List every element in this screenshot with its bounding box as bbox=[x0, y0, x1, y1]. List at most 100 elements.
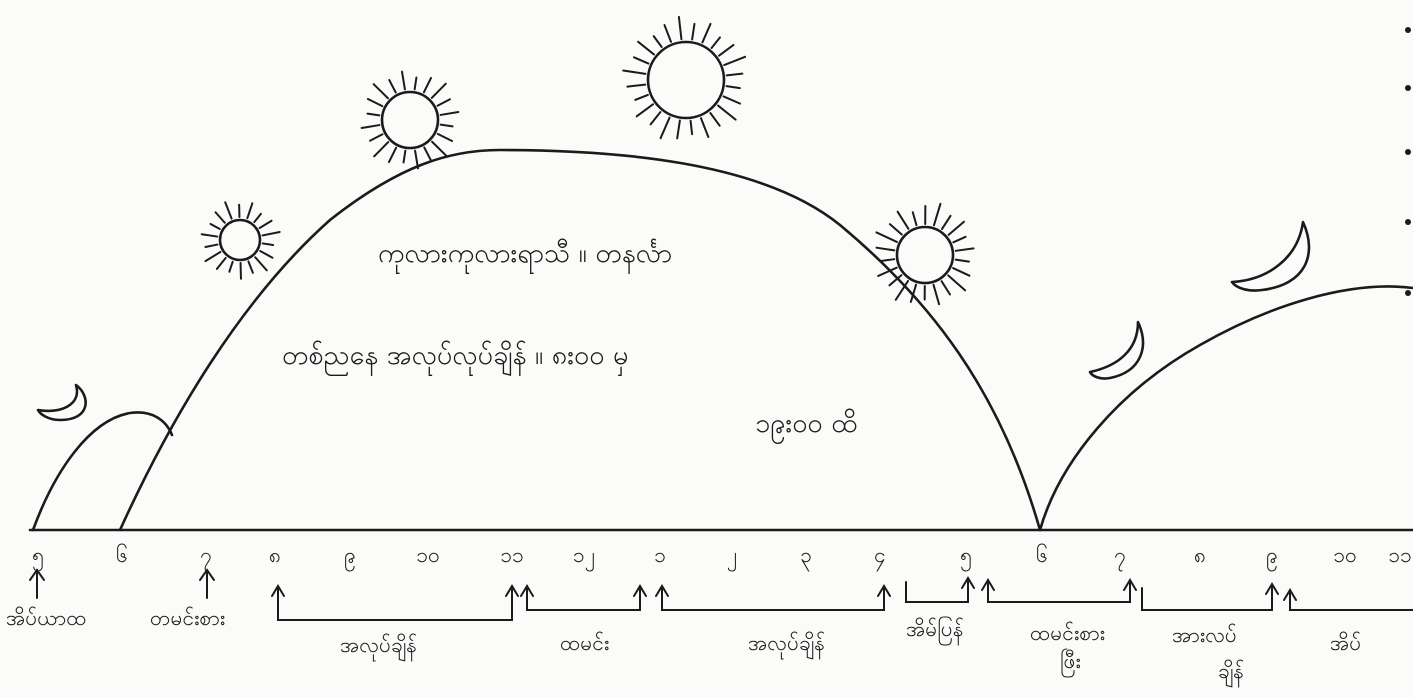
sun-ray bbox=[635, 103, 655, 118]
sun-ray bbox=[637, 40, 655, 56]
sun-ray bbox=[725, 85, 741, 90]
sun-ray bbox=[413, 76, 418, 91]
sun-ray bbox=[423, 146, 432, 161]
sun-ray bbox=[717, 104, 737, 121]
sun-ray bbox=[204, 243, 219, 248]
sun-ray bbox=[909, 283, 918, 303]
sun-ray bbox=[676, 119, 681, 140]
sun-ray bbox=[879, 258, 896, 263]
sun-ray bbox=[228, 260, 234, 273]
sun-ray bbox=[689, 119, 694, 136]
sun-ray bbox=[431, 140, 448, 157]
label-afternoon-work: အလုပ်ချိန် bbox=[748, 630, 825, 660]
moon-icon bbox=[1088, 320, 1145, 380]
moon-icon bbox=[36, 383, 87, 422]
sun-ray bbox=[663, 24, 673, 43]
sun-ray bbox=[652, 35, 663, 49]
sun-ray bbox=[722, 95, 742, 105]
sun-ray bbox=[699, 117, 710, 139]
sun-ray bbox=[387, 146, 398, 164]
hour-label: ၁၁ bbox=[1388, 543, 1412, 567]
hour-label: ၁၁ bbox=[500, 543, 524, 567]
sun-ray bbox=[200, 233, 219, 238]
sun-ray bbox=[400, 70, 406, 91]
sun-ray bbox=[258, 219, 273, 230]
sun-ray bbox=[659, 116, 671, 140]
schedule-brackets bbox=[29, 568, 1413, 621]
label-dinner: ထမင်းစား bbox=[1030, 620, 1105, 645]
sun-ray bbox=[247, 260, 254, 274]
moon-icon bbox=[1230, 220, 1311, 292]
hour-label: ၆ bbox=[1036, 542, 1048, 567]
sun-disc bbox=[895, 225, 955, 285]
sun-ray bbox=[632, 56, 650, 65]
sun-ray bbox=[952, 267, 971, 277]
sun-ray bbox=[254, 256, 268, 272]
hour-label: ၇ bbox=[1114, 543, 1126, 572]
label-breakfast: တမင်းစား bbox=[150, 605, 225, 630]
sun-ray bbox=[947, 220, 965, 236]
hour-label: ၉ bbox=[344, 543, 356, 572]
label-morning-work: အလုပ်ချိန် bbox=[340, 632, 417, 662]
sun-ray bbox=[224, 201, 233, 220]
sun-ray bbox=[877, 266, 898, 277]
sun-ray bbox=[439, 110, 460, 116]
hour-label: ၆ bbox=[116, 542, 128, 567]
hour-label: ၈ bbox=[269, 543, 281, 567]
sun-ray bbox=[366, 112, 381, 117]
sun-icon bbox=[360, 70, 460, 170]
sun-ray bbox=[634, 93, 649, 101]
sun-ray bbox=[214, 211, 226, 224]
sun-ray bbox=[204, 250, 222, 263]
sun-icon bbox=[200, 201, 281, 280]
diagram-title: ကုလားကုလားရာသီ ။ တနင်္လာ bbox=[378, 238, 672, 274]
sun-ray bbox=[717, 43, 735, 57]
hour-label: ၁၀ bbox=[1333, 543, 1357, 567]
sun-ray bbox=[932, 202, 942, 227]
sun-ray bbox=[710, 36, 721, 49]
sun-ray bbox=[366, 97, 384, 108]
label-dinner-2: ဖြီး bbox=[1060, 647, 1081, 678]
label-wake-up: အိပ်ယာထ bbox=[6, 605, 87, 630]
work-hours-end-text: ၁၉း၀၀ ထိ bbox=[755, 408, 857, 444]
sun-ray bbox=[246, 202, 254, 220]
sun-ray bbox=[439, 123, 454, 128]
sun-ray bbox=[888, 274, 903, 287]
sun-ray bbox=[360, 124, 381, 130]
label-free-time: အားလပ် bbox=[1172, 622, 1237, 647]
label-free-time-2: ချိန် bbox=[1218, 658, 1244, 688]
sun-ray bbox=[253, 212, 262, 224]
sun-ray bbox=[875, 231, 898, 243]
hour-label: ၂ bbox=[727, 543, 737, 572]
sun-ray bbox=[261, 242, 275, 247]
sun-ray bbox=[954, 258, 971, 263]
label-lunch: ထမင်း bbox=[560, 630, 609, 655]
sun-ray bbox=[414, 149, 420, 170]
label-sleep: အိပ် bbox=[1330, 630, 1361, 655]
sun-disc bbox=[218, 218, 262, 262]
sun-ray bbox=[369, 133, 384, 142]
hour-label: ၃ bbox=[800, 543, 812, 572]
sun-ray bbox=[940, 214, 952, 231]
sun-ray bbox=[373, 141, 390, 158]
sun-ray bbox=[649, 111, 662, 126]
sun-ray bbox=[430, 82, 447, 99]
early-morning-hill bbox=[31, 411, 174, 532]
sun-ray bbox=[894, 279, 910, 301]
sun-ray bbox=[422, 76, 433, 94]
sun-ray bbox=[947, 274, 967, 292]
sun-disc bbox=[380, 90, 440, 150]
hour-label: ၁ bbox=[654, 543, 666, 567]
hour-label: ၁၀ bbox=[416, 543, 440, 567]
hour-label: ၅ bbox=[32, 543, 44, 572]
sun-ray bbox=[896, 210, 910, 230]
sun-ray bbox=[932, 283, 941, 306]
sun-ray bbox=[626, 83, 647, 88]
sun-ray bbox=[209, 222, 221, 230]
sun-disc bbox=[646, 40, 726, 120]
edge-dots bbox=[1405, 27, 1411, 296]
sun-ray bbox=[952, 235, 967, 244]
work-hours-text: တစ်ညနေ အလုပ်လုပ်ချိန် ။ ၈း၀၀ မှ bbox=[282, 340, 628, 376]
sun-ray bbox=[261, 230, 281, 237]
sun-icon bbox=[875, 202, 975, 306]
